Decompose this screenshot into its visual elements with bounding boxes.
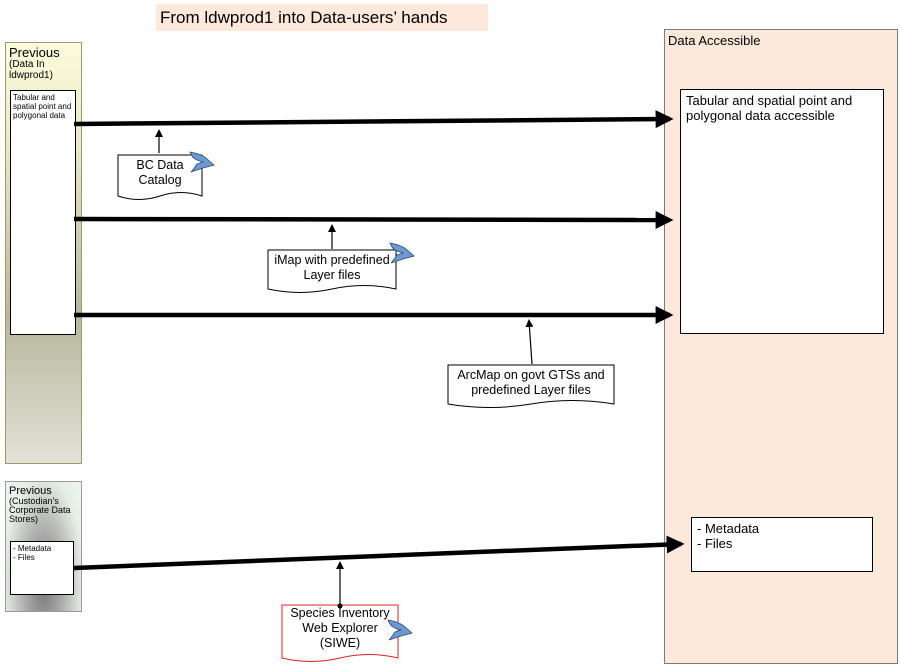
imap-document-icon [267, 249, 397, 293]
previous-custodian-heading-text: Previous [9, 485, 52, 497]
imap-label: iMap with predefined Layer files [268, 250, 396, 288]
arcmap-text: ArcMap on govt GTSs and predefined Layer… [457, 368, 605, 397]
flow-arrow-4 [73, 535, 685, 571]
bc-catalog-document-icon [117, 154, 203, 200]
custodian-metadata-item: - Metadata [13, 544, 52, 553]
accessible-data-box: Tabular and spatial point and polygonal … [680, 89, 884, 334]
siwe-connector-dot [337, 603, 343, 609]
arcmap-connector [525, 319, 534, 365]
siwe-text: Species Inventory Web Explorer (SIWE) [290, 606, 390, 650]
imap-link-icon [389, 242, 415, 264]
imap-text: iMap with predefined Layer files [274, 253, 390, 282]
bc-catalog-link-icon [189, 151, 215, 173]
bc-data-catalog-label: BC Data Catalog [118, 155, 202, 195]
flow-arrow-1 [73, 110, 674, 129]
source-data-box: Tabular and spatial point and polygonal … [10, 90, 76, 335]
bc-data-catalog-text: BC Data Catalog [136, 158, 184, 187]
previous-custodian-panel: Previous (Custodian's Corporate Data Sto… [5, 481, 82, 612]
accessible-files-item: - Files [697, 536, 733, 551]
previous-subheading: (Data In ldwprod1) [9, 59, 53, 81]
previous-heading-text: Previous [9, 45, 60, 60]
accessible-metadata-item: - Metadata [697, 521, 760, 536]
source-data-label: Tabular and spatial point and polygonal … [13, 93, 72, 120]
previous-panel-heading: Previous (Data In ldwprod1) [9, 46, 81, 81]
previous-custodian-heading: Previous (Custodian's Corporate Data Sto… [9, 485, 81, 524]
custodian-files-item: - Files [13, 553, 35, 562]
arcmap-document-icon [447, 364, 615, 408]
flow-arrow-2 [73, 210, 674, 229]
arcmap-label: ArcMap on govt GTSs and predefined Layer… [448, 365, 614, 403]
previous-data-panel: Previous (Data In ldwprod1) Tabular and … [5, 42, 82, 464]
diagram-title: From ldwprod1 into Data-users’ hands [156, 4, 488, 31]
siwe-document-icon [281, 604, 399, 662]
data-accessible-heading: Data Accessible [668, 33, 761, 48]
custodian-files-box: - Metadata - Files [10, 541, 74, 595]
siwe-link-icon [387, 619, 413, 641]
siwe-label: Species Inventory Web Explorer (SIWE) [282, 603, 398, 655]
accessible-files-box: - Metadata - Files [691, 517, 873, 572]
accessible-data-label: Tabular and spatial point and polygonal … [686, 93, 853, 123]
previous-custodian-subheading: (Custodian's Corporate Data Stores) [9, 496, 71, 524]
